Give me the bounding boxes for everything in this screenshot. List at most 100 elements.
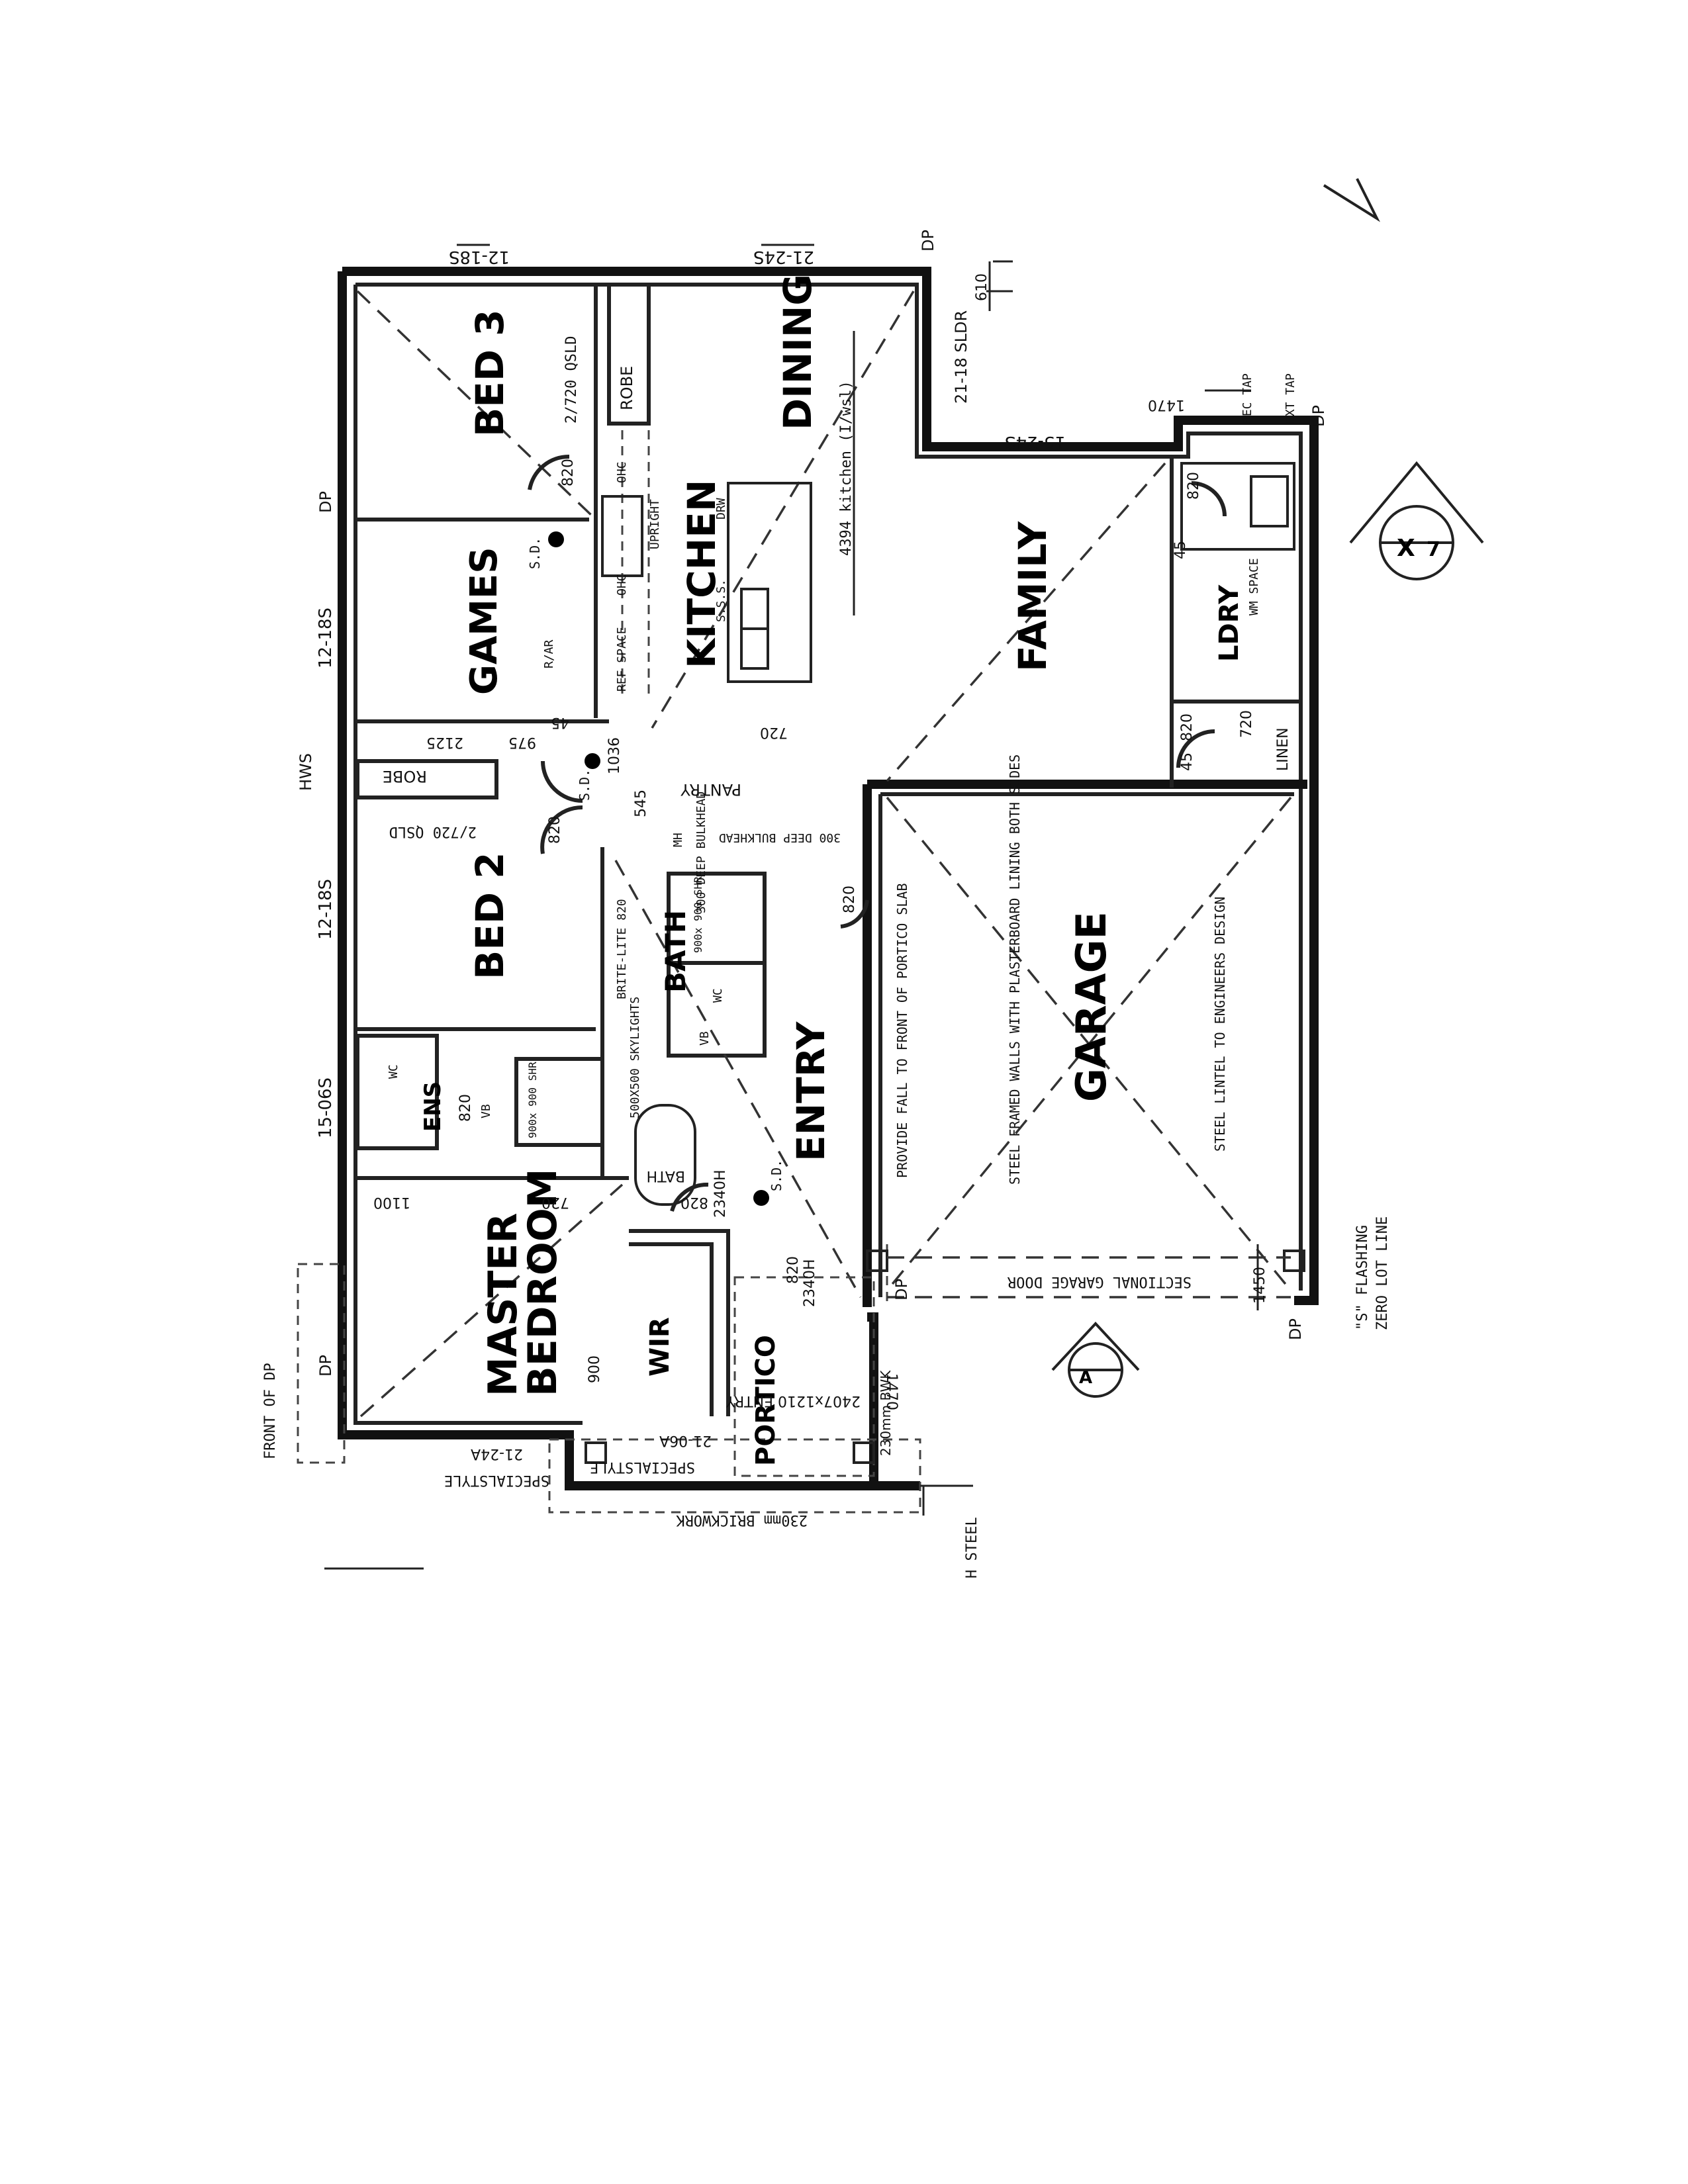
note-rec-tap: REC TAP [1241,373,1254,424]
dim-top-right: 21-24S [753,247,814,267]
note-ohc: OHC [615,574,629,596]
note-shower: 900x 900 SHR [526,1062,539,1138]
section-7-label: 7 [1427,538,1440,561]
dim-900: 900 [586,1355,603,1383]
note-zero-lot: ZERO LOT LINE [1374,1216,1391,1330]
outer-walls [338,267,1319,1490]
note-ohc: OHC [615,461,629,483]
dim-820: 820 [841,886,858,913]
dim-720: 720 [1239,710,1255,738]
door-swings [528,454,1227,1212]
bath-tub-label: BATH [647,1167,685,1184]
room-label-family: FAMILY [1010,521,1055,672]
note-skylight: 500X500 SKYLIGHTS [628,997,642,1118]
section-a-label: A [1079,1368,1092,1388]
dim-2340h: 2340H [712,1169,729,1218]
dp-label: DP [892,1279,911,1300]
dp-label: DP [1286,1318,1305,1340]
dim-2125: 2125 [426,734,463,751]
dp-label: DP [316,1355,335,1377]
note-sd: S.D. [577,769,592,801]
note-bulkhead: 300 DEEP BULKHEAD [719,831,841,844]
dim-2340h: 2340H [802,1259,818,1307]
dp-label: DP [1309,405,1328,427]
dim-left-ens: 15-06S [316,1077,336,1138]
brick-230-label: 230mm BWK [878,1370,894,1456]
dim-left-bed2: 12-18S [316,879,336,940]
room-label-portico: PORTICO [751,1335,781,1466]
note-drw: DRW [714,498,728,520]
room-label-bed2: BED 2 [467,852,512,979]
portico [297,1250,1305,1514]
dim-21-06a: 21-06A [659,1432,712,1449]
dimension-labels: 12-18S 21-24S DP DP DP DP DP DP 15-24S 2… [297,230,1328,1462]
dim-45: 45 [1172,541,1189,559]
note-bulkhead: 300 DEEP BULKHEAD [694,792,708,913]
note-qsld: 2/720 QSLD [563,336,580,424]
hws-label: HWS [297,753,315,791]
room-label-master-2: BEDROOM [520,1169,566,1396]
room-label-bed3: BED 3 [467,309,512,437]
room-label-ldry: LDRY [1214,584,1244,662]
internal-walls [355,283,1301,1416]
dimension-lines [324,244,1259,1570]
room-label-games: GAMES [463,547,506,695]
note-wc: WC [387,1064,400,1079]
dp-label: DP [919,230,937,251]
dim-820: 820 [785,1256,802,1284]
notes: 2/720 QSLD 2/720 QSLD 4394 kitchen (I/ws… [262,336,1391,1578]
room-label-master-1: MASTER [480,1213,526,1396]
dim-left-games: 12-18S [316,608,336,668]
note-ext-tap: EXT TAP [1284,373,1297,424]
dim-820: 820 [1186,472,1202,500]
dim-family-top: 15-24S [1005,432,1066,452]
note-upright: UPRIGHT [648,499,662,549]
note-mh: MH [671,833,685,847]
room-label-kitchen: KITCHEN [679,480,724,668]
room-label-entry: ENTRY [788,1021,833,1161]
dim-top-left: 12-18S [449,247,510,267]
dim-sldr: 21-18 SLDR [952,310,970,404]
note-sss: S.S.S. [714,579,728,622]
room-label-ens: ENS [420,1081,446,1132]
room-label-wir: WIR [645,1317,675,1377]
entry-door-size: 2407x1210 ENTRY [726,1392,861,1409]
note-ref-space: REF SPACE [615,627,629,692]
dim-820: 820 [1179,713,1196,741]
dim-820: 820 [680,1194,708,1210]
dim-1036: 1036 [606,737,623,774]
dim-1470: 1470 [883,1373,900,1410]
pantry-label: PANTRY [680,780,741,799]
dim-545: 545 [633,790,649,817]
note-shower: 900x 900 SHR [692,876,704,953]
note-steel-lintel: STEEL LINTEL TO ENGINEERS DESIGN [1212,897,1228,1152]
note-sectional-door: SECTIONAL GARAGE DOOR [1007,1273,1192,1290]
note-provide-fall: PROVIDE FALL TO FRONT OF PORTICO SLAB [894,883,910,1178]
dim-610: 610 [974,273,990,301]
dim-1470: 1470 [1148,396,1185,413]
linen-label: LINEN [1275,727,1291,771]
note-front-of-dp: FRONT OF DP [262,1363,279,1459]
note-kitchen-dim: 4394 kitchen (I/wsl) [838,381,855,556]
room-label-bath: BATH [659,910,692,993]
note-brickwork: 230mm BRICKWORK [676,1512,808,1528]
dim-820: 820 [547,816,563,844]
robe-label: ROBE [383,767,427,786]
dim-820: 820 [457,1094,474,1122]
note-vb: VB [698,1031,712,1046]
room-labels: BED 3 DINING KITCHEN GAMES FAMILY LDRY B… [383,274,1291,1466]
robe-label: ROBE [618,366,636,410]
dim-975: 975 [508,734,536,751]
smoke-detector-icon [548,531,564,547]
note-sd: S.D. [527,537,543,569]
north-arrow-icon [1323,178,1380,222]
dim-45: 45 [1179,752,1196,771]
dim-820: 820 [560,459,577,486]
note-steel-framed: STEEL FRAMED WALLS WITH PLASTERBOARD LIN… [1007,754,1023,1185]
section-marker-x7: X 7 [1349,461,1484,580]
note-vb: VB [479,1104,493,1118]
dp-label: DP [316,491,335,513]
dim-21-24a: 21-24A [471,1445,523,1462]
note-wm-space: WM SPACE [1247,558,1261,615]
